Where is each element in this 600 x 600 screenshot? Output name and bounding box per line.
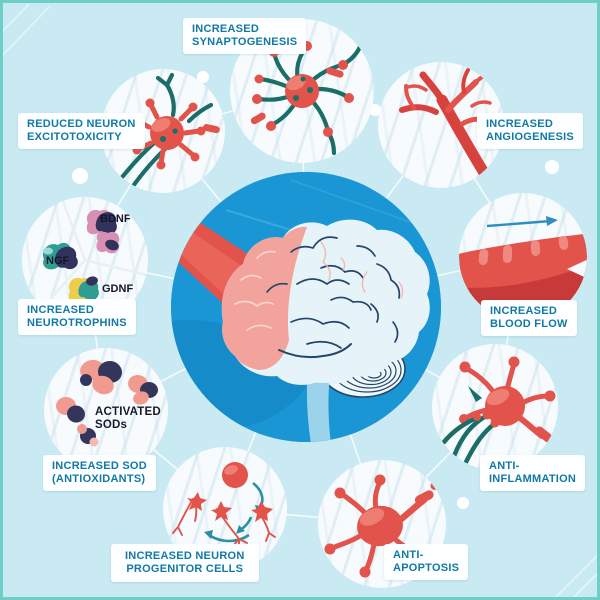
label-line: SYNAPTOGENESIS <box>192 36 298 48</box>
activated-sods-text: ACTIVATED SODs <box>95 406 161 432</box>
activated-sods-line2: SODs <box>95 419 128 431</box>
label-line: APOPTOSIS <box>393 562 460 574</box>
label-anti-apoptosis: ANTI- APOPTOSIS <box>384 544 469 580</box>
label-line: (ANTIOXIDANTS) <box>52 473 146 485</box>
label-increased-neuron-progenitor-cells: INCREASED NEURON PROGENITOR CELLS <box>111 544 259 582</box>
label-reduced-neuron-excitotoxicity: REDUCED NEURON EXCITOTOXICITY <box>18 113 145 149</box>
ngf-molecule <box>42 242 78 270</box>
vessel-cells <box>478 235 569 266</box>
sod-cluster-bottom <box>77 424 99 447</box>
node-excitotoxicity <box>101 69 225 193</box>
corner-streak-lines <box>3 3 597 597</box>
label-anti-inflammation: ANTI- INFLAMMATION <box>480 455 586 491</box>
label-line: INCREASED <box>27 304 95 316</box>
bdnf-molecule <box>86 209 120 254</box>
sod-enzyme-clusters-icon <box>56 359 158 447</box>
node-sod: ACTIVATED SODs <box>44 348 168 472</box>
label-increased-sod-antioxidants: INCREASED SOD (ANTIOXIDANTS) <box>43 455 156 491</box>
label-increased-synaptogenesis: INCREASED SYNAPTOGENESIS <box>183 18 307 54</box>
label-line: NEUROTROPHINS <box>27 317 127 329</box>
cell-with-attacking-spikes-icon <box>441 356 556 465</box>
label-line: INFLAMMATION <box>489 473 577 485</box>
label-line: BLOOD FLOW <box>490 318 568 330</box>
label-line: ANGIOGENESIS <box>486 131 574 143</box>
sod-cluster-top <box>80 359 122 395</box>
molecule-label-gdnf: GDNF <box>102 283 134 295</box>
gyri-lines <box>266 236 401 359</box>
soma <box>485 386 525 426</box>
stem-cell <box>222 462 248 488</box>
label-line: INCREASED <box>192 23 260 35</box>
node-synaptogenesis <box>230 19 374 163</box>
molecule-label-bdnf: BDNF <box>100 213 131 225</box>
label-line: PROGENITOR CELLS <box>126 563 244 575</box>
soma <box>285 74 319 108</box>
damaged-region <box>221 226 307 370</box>
label-increased-angiogenesis: INCREASED ANGIOGENESIS <box>477 113 583 149</box>
label-line: INCREASED SOD <box>52 460 147 472</box>
label-line: INCREASED NEURON <box>125 550 245 562</box>
sod-cluster-left <box>56 397 85 423</box>
label-increased-blood-flow: INCREASED BLOOD FLOW <box>481 300 577 336</box>
brain-illustration <box>171 172 441 442</box>
attacking-spikes <box>441 413 497 465</box>
label-increased-neurotrophins: INCREASED NEUROTROPHINS <box>18 299 136 335</box>
branching-blood-vessels-icon <box>399 68 494 182</box>
central-brain-circle <box>171 172 441 442</box>
label-line: INCREASED <box>486 118 554 130</box>
soma <box>357 505 403 547</box>
soma <box>150 116 184 150</box>
sod-cluster-right <box>128 374 158 405</box>
teal-thorn <box>468 386 482 402</box>
vessel-lines <box>320 241 404 299</box>
cortex <box>221 219 430 385</box>
neurotrophin-molecules-icon <box>39 198 148 312</box>
activated-sods-line1: ACTIVATED <box>95 406 161 418</box>
label-line: REDUCED NEURON <box>27 118 136 130</box>
vessels <box>399 68 494 182</box>
neuron-somas <box>187 492 273 522</box>
node-anti-inflammation <box>432 344 558 470</box>
molecule-label-ngf: NGF <box>46 255 70 267</box>
flow-arrow-icon <box>486 216 558 228</box>
label-line: ANTI- <box>489 460 520 472</box>
label-line: ANTI- <box>393 549 424 561</box>
gdnf-molecule <box>68 276 99 303</box>
stem-cell-differentiation-cycle-icon <box>172 462 276 549</box>
label-line: INCREASED <box>490 305 558 317</box>
cell-arm-tips <box>459 356 556 443</box>
label-line: EXCITOTOXICITY <box>27 131 122 143</box>
